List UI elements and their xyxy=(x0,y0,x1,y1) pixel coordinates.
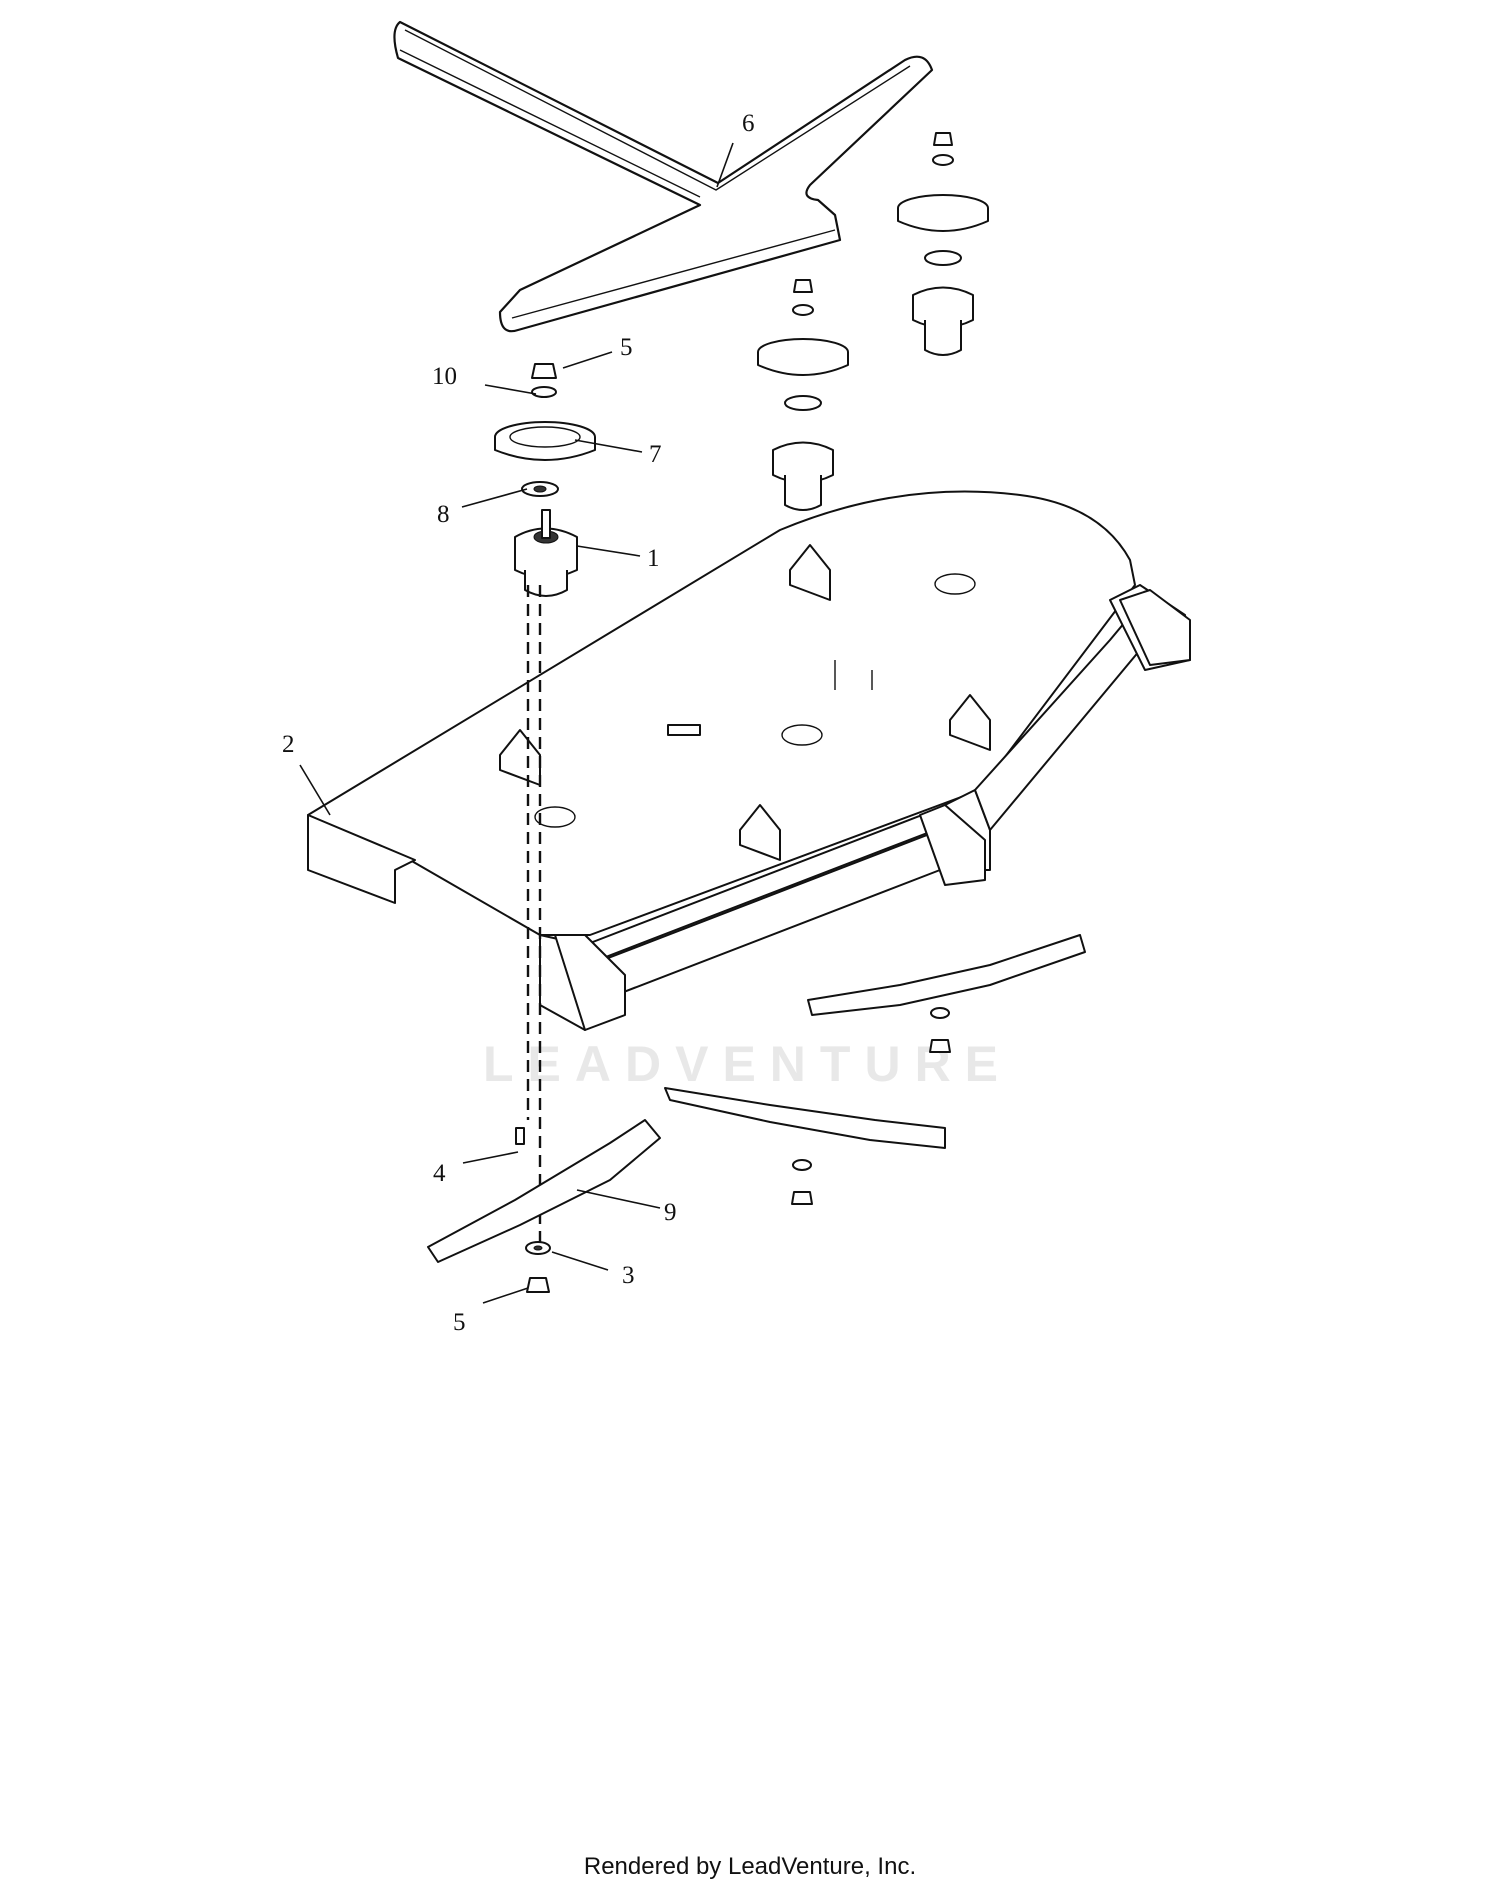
callout-5-top: 5 xyxy=(620,334,633,361)
callout-8: 8 xyxy=(437,501,450,528)
belt-part-6[interactable] xyxy=(393,20,934,333)
washer-part-3[interactable] xyxy=(525,1241,551,1255)
callout-5-bottom: 5 xyxy=(453,1309,466,1336)
callout-6: 6 xyxy=(742,110,755,137)
leadventure-watermark: LEADVENTURE xyxy=(483,1036,1013,1092)
callout-2: 2 xyxy=(282,731,295,758)
callout-10: 10 xyxy=(432,363,457,390)
blade-right-upper[interactable] xyxy=(807,934,1086,1016)
nut-part-5-bottom[interactable] xyxy=(526,1277,550,1293)
spindle-assembly-center[interactable] xyxy=(757,279,849,511)
pulley-part-7[interactable] xyxy=(494,421,596,461)
stud-part-4[interactable] xyxy=(515,1127,525,1145)
hardware-right[interactable] xyxy=(791,1007,951,1205)
nut-part-5-top[interactable] xyxy=(531,363,557,379)
callout-9: 9 xyxy=(664,1199,677,1226)
footer-credit: Rendered by LeadVenture, Inc. xyxy=(583,1853,917,1880)
washer-part-10[interactable] xyxy=(531,386,557,398)
deck-part-2[interactable] xyxy=(307,490,1191,1031)
callout-7: 7 xyxy=(649,441,662,468)
blade-right-lower[interactable] xyxy=(664,1087,946,1149)
callout-4: 4 xyxy=(433,1160,446,1187)
spindle-part-1[interactable] xyxy=(514,509,578,597)
spindle-assembly-right[interactable] xyxy=(897,132,989,356)
callout-1: 1 xyxy=(647,545,660,572)
spacer-part-8[interactable] xyxy=(521,481,559,497)
callout-3: 3 xyxy=(622,1262,635,1289)
blade-part-9[interactable] xyxy=(427,1119,661,1263)
